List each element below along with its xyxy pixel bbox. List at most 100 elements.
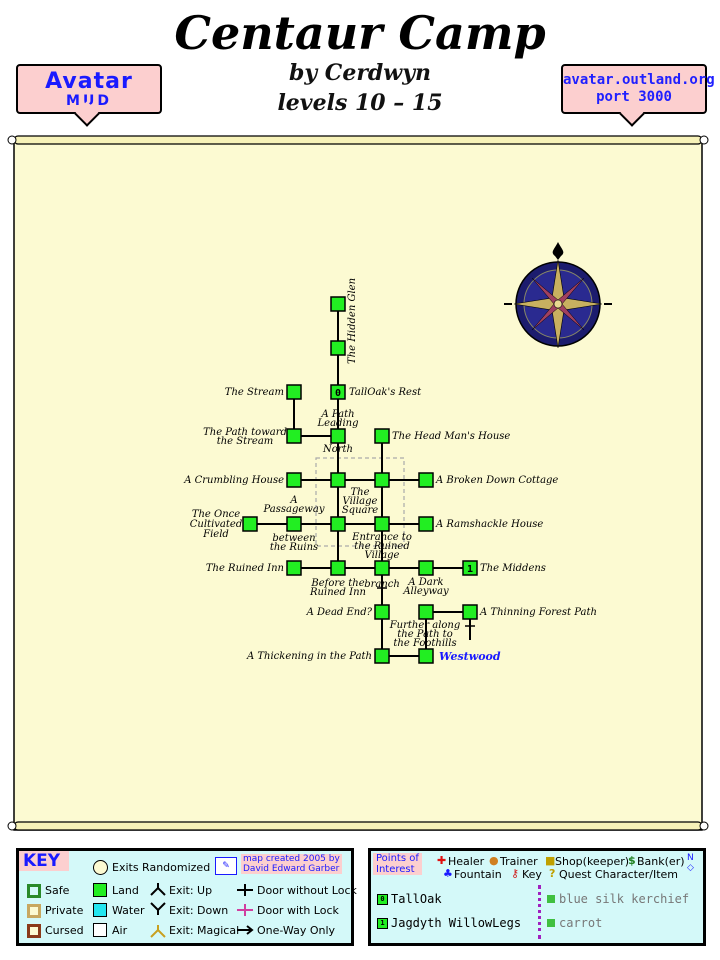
- label-broken-cottage: A Broken Down Cottage: [435, 475, 558, 486]
- poi-marker-talloak: 0: [335, 388, 341, 399]
- label-path-leading-1: A Path: [320, 409, 354, 420]
- cursed-swatch: [27, 924, 41, 938]
- rooms: 0 1: [242, 296, 478, 664]
- site-port: port 3000: [596, 89, 672, 105]
- label-ruined-inn: The Ruined Inn: [206, 563, 284, 574]
- label-further-1: Further along: [389, 620, 461, 631]
- logo-main-text: Avatar: [45, 69, 133, 94]
- points-of-interest: Points of Interest ✚ Healer ● Trainer ■ …: [368, 848, 706, 946]
- key-one-way: One-Way Only: [257, 924, 336, 937]
- key-exits-randomized: Exits Randomized: [112, 861, 211, 874]
- label-ramshackle: A Ramshackle House: [435, 519, 543, 530]
- poi-item-carrot[interactable]: carrot: [559, 916, 603, 930]
- room-head-man-house[interactable]: [374, 428, 390, 444]
- logo-sub-text: MUD: [66, 93, 112, 109]
- label-passageway-2: Passageway: [263, 504, 325, 515]
- room-middens[interactable]: [462, 560, 478, 576]
- room-between-ruins[interactable]: [286, 516, 302, 532]
- room-thinning-forest-path[interactable]: [462, 604, 478, 620]
- label-westwood-link[interactable]: Westwood: [439, 650, 501, 663]
- trainer-icon: ●: [489, 854, 499, 867]
- key-door-no-lock: Door without Lock: [257, 884, 357, 897]
- room-hidden-glen[interactable]: [330, 296, 346, 312]
- label-path-leading-2: Leading: [317, 418, 359, 429]
- label-further-2: the Path to: [397, 629, 452, 640]
- room-path-toward-stream[interactable]: [286, 428, 302, 444]
- poi-title-2: Interest: [376, 864, 415, 875]
- key-credit-2: David Edward Garber: [243, 864, 340, 874]
- room-westwood-exit[interactable]: [418, 648, 434, 664]
- label-path-toward-2: the Stream: [217, 436, 274, 447]
- room-broken-cottage[interactable]: [418, 472, 434, 488]
- avatar-mud-logo: Avatar MUD: [16, 64, 162, 127]
- room-ruined-inn[interactable]: [286, 560, 302, 576]
- label-cultivated-1: The Once: [192, 509, 240, 520]
- room-dead-end[interactable]: [374, 604, 390, 620]
- label-entrance-1: Entrance to: [351, 532, 412, 543]
- poi-num-0: 0: [377, 894, 388, 905]
- room-dark-alleyway[interactable]: [418, 560, 434, 576]
- room-ramshackle-house[interactable]: [418, 516, 434, 532]
- label-between-1: between: [272, 533, 315, 544]
- room-cultivated-field[interactable]: [242, 516, 258, 532]
- room-hidden-glen-path[interactable]: [330, 340, 346, 356]
- poi-title-1: Points of: [376, 853, 419, 864]
- label-thickening: A Thickening in the Path: [246, 651, 372, 662]
- poi-title: Points of Interest: [373, 853, 422, 875]
- room-thickening-path[interactable]: [374, 648, 390, 664]
- key-air: Air: [112, 924, 128, 937]
- label-middens: The Middens: [480, 563, 546, 574]
- poi-key: Key: [522, 868, 542, 881]
- exit-magical-icon: [150, 925, 166, 938]
- poi-fountain: Fountain: [454, 868, 502, 881]
- compass-rose-icon: [504, 242, 612, 349]
- poi-quest: Quest Character/Item: [559, 868, 678, 881]
- room-passageway-north[interactable]: [330, 472, 346, 488]
- poi-marker-middens: 1: [467, 564, 473, 575]
- door-no-lock-icon: [237, 884, 253, 896]
- label-stream: The Stream: [225, 387, 284, 398]
- room-stream[interactable]: [286, 384, 302, 400]
- room-village-square[interactable]: [374, 516, 390, 532]
- poi-healer: Healer: [448, 855, 485, 868]
- room-passageway[interactable]: [330, 516, 346, 532]
- room-talloak-rest[interactable]: [330, 384, 346, 400]
- room-before-ruined-inn[interactable]: [330, 560, 346, 576]
- map-author: by Cerdwyn: [288, 60, 432, 86]
- key-safe: Safe: [45, 884, 70, 897]
- room-village-square-north[interactable]: [374, 472, 390, 488]
- room-labels: The Hidden Glen The Stream TallOak's Res…: [183, 278, 597, 663]
- air-swatch: [93, 923, 107, 937]
- poi-npc-jagdyth[interactable]: Jagdyth WillowLegs: [391, 916, 522, 930]
- key-title: KEY: [19, 851, 69, 871]
- key-water: Water: [112, 904, 145, 917]
- map-title: Centaur Camp: [174, 6, 546, 60]
- key-private: Private: [45, 904, 84, 917]
- label-talloak-rest: TallOak's Rest: [349, 387, 422, 398]
- exit-icons: [150, 883, 166, 938]
- label-cultivated-2: Cultivated: [190, 519, 242, 530]
- bank-icon: $: [628, 854, 636, 867]
- item-icon: [547, 895, 555, 903]
- room-entrance-ruined-village[interactable]: [374, 560, 390, 576]
- room-path-leading-north[interactable]: [330, 428, 346, 444]
- label-thinning: A Thinning Forest Path: [479, 607, 597, 618]
- label-further-3: the Foothills: [393, 638, 456, 649]
- healer-icon: ✚: [437, 854, 447, 867]
- poi-item-kerchief[interactable]: blue silk kerchief: [559, 892, 690, 906]
- map-levels: levels 10 – 15: [277, 90, 443, 116]
- label-square-1: The: [350, 487, 369, 498]
- fountain-icon: ♣: [443, 867, 453, 880]
- private-swatch: [27, 904, 41, 918]
- label-before-inn-1: Before the: [310, 578, 364, 589]
- room-further-along-path[interactable]: [418, 604, 434, 620]
- key-cursed: Cursed: [45, 924, 84, 937]
- poi-trainer: Trainer: [500, 855, 538, 868]
- label-between-2: the Ruins: [270, 542, 318, 553]
- poi-npc-talloak[interactable]: TallOak: [391, 892, 442, 906]
- label-north: North: [322, 444, 353, 455]
- site-address[interactable]: avatar.outland.org: [563, 72, 715, 88]
- room-crumbling-house[interactable]: [286, 472, 302, 488]
- land-swatch: [93, 883, 107, 897]
